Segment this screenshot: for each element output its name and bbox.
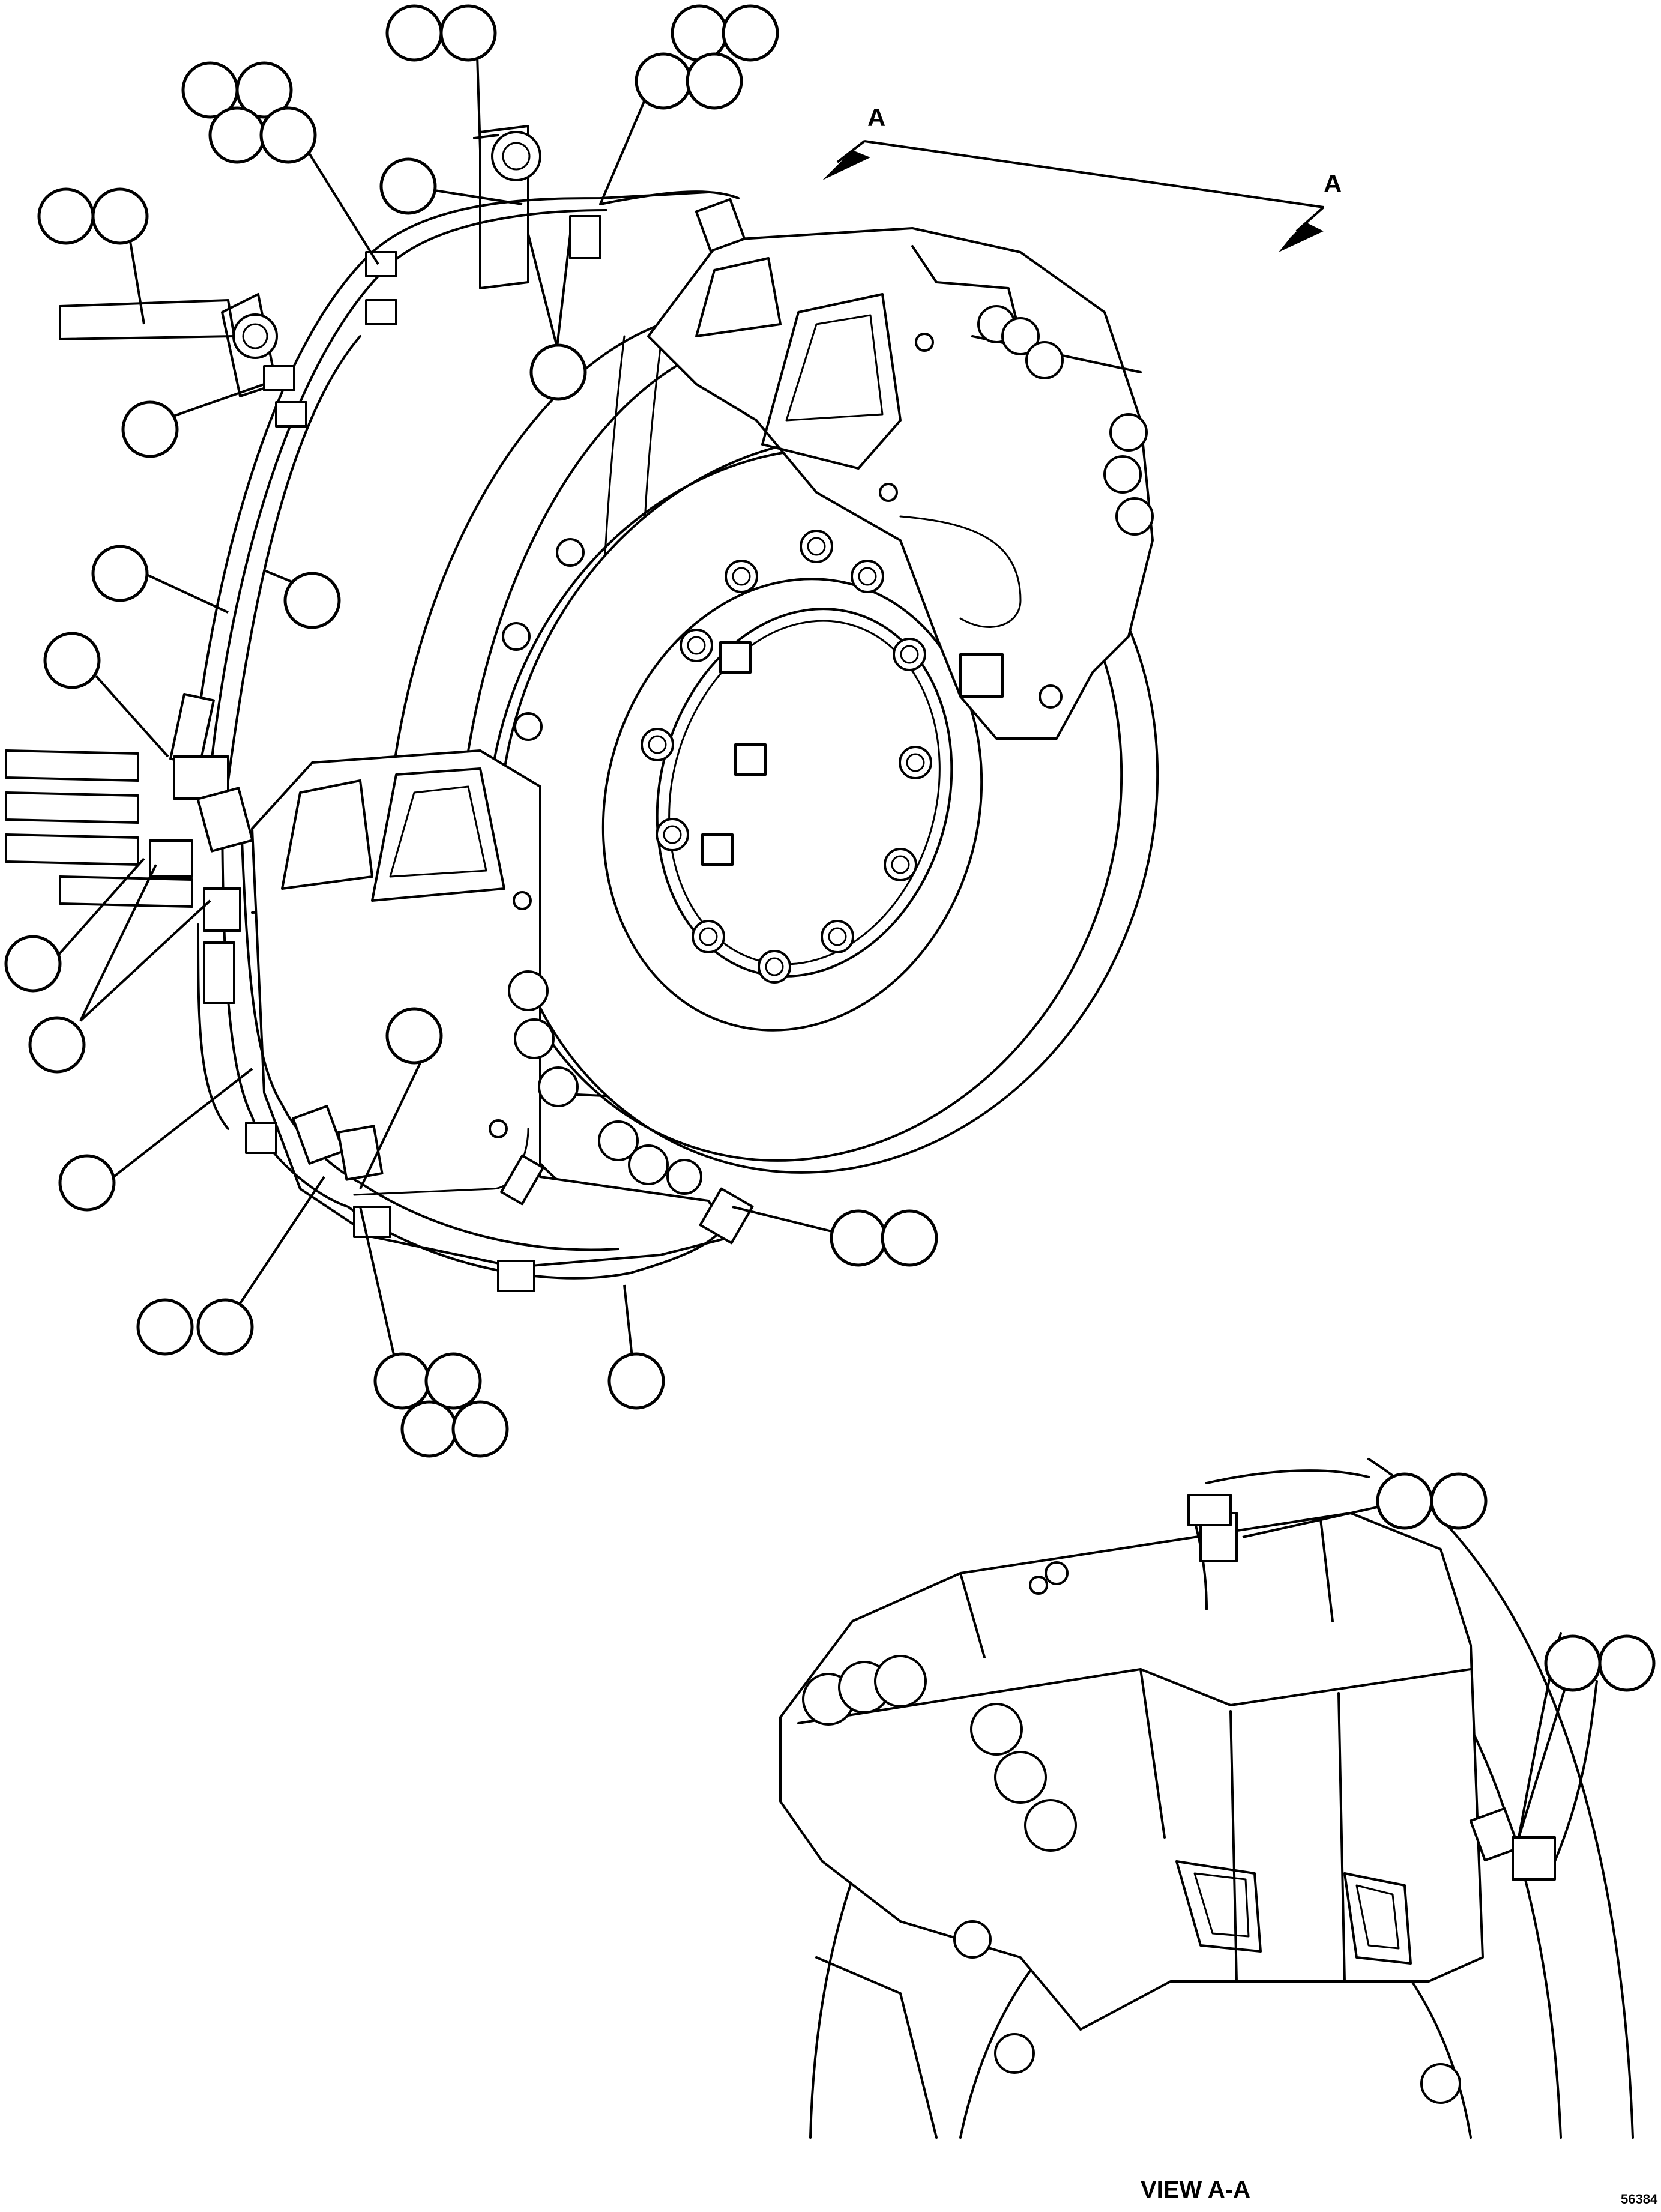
view-caption: VIEW A-A xyxy=(1141,2177,1250,2203)
main-view: A A xyxy=(4,4,1342,1458)
callout-balloon xyxy=(91,187,149,245)
callout-balloon xyxy=(1598,1634,1656,1692)
callout-balloon xyxy=(208,106,266,164)
callout-balloon xyxy=(635,52,692,110)
bolt xyxy=(893,638,926,671)
bolt xyxy=(725,560,758,593)
callout-balloon xyxy=(722,4,779,62)
callout-balloon xyxy=(1376,1472,1433,1530)
bolt xyxy=(884,848,917,881)
callout-balloon xyxy=(1544,1634,1602,1692)
callout-balloon xyxy=(424,1352,482,1410)
bolt xyxy=(800,530,833,563)
bolt xyxy=(641,728,674,761)
mounting-bracket xyxy=(221,125,541,397)
callout-balloon xyxy=(235,61,293,119)
hub-studs xyxy=(701,641,767,866)
disc-bolts xyxy=(484,530,932,984)
section-line-a-a: A A xyxy=(822,103,1342,252)
callout-balloon xyxy=(379,157,437,215)
line-clamps xyxy=(263,251,535,1292)
callout-balloon xyxy=(37,187,95,245)
callout-balloon xyxy=(196,1298,254,1356)
bolt xyxy=(514,712,543,741)
callout-balloon xyxy=(283,572,341,629)
callout-balloon xyxy=(259,106,317,164)
section-arrow-icon xyxy=(1279,222,1324,252)
section-marker-left: A xyxy=(867,103,885,131)
bolt xyxy=(851,560,884,593)
bolt xyxy=(502,622,531,651)
callout-balloon xyxy=(439,4,497,62)
upper-caliper xyxy=(647,227,1154,740)
callout-balloon xyxy=(28,1016,86,1074)
callout-balloon xyxy=(136,1298,194,1356)
sheet-code: 56384 xyxy=(1621,2192,1658,2207)
bolt xyxy=(692,920,725,953)
callout-balloon xyxy=(373,1352,431,1410)
callout-balloon xyxy=(607,1352,665,1410)
callout-balloon xyxy=(671,4,728,62)
callout-balloon xyxy=(451,1400,509,1458)
callout-balloon xyxy=(400,1400,458,1458)
bolt xyxy=(758,950,791,984)
section-marker-right: A xyxy=(1324,169,1342,198)
bolt xyxy=(556,538,585,567)
bolt xyxy=(656,818,689,851)
callout-balloon xyxy=(58,1154,116,1212)
callout-balloon xyxy=(529,343,587,401)
callout-balloon xyxy=(91,545,149,602)
callout-balloon xyxy=(881,1209,938,1267)
bolt xyxy=(899,746,932,779)
callout-balloon xyxy=(1430,1472,1488,1530)
bolt xyxy=(821,920,854,953)
callout-balloon xyxy=(385,4,443,62)
callout-balloons xyxy=(4,4,938,1458)
section-arrow-icon xyxy=(822,150,870,180)
callout-balloon xyxy=(686,52,743,110)
callout-balloon xyxy=(43,632,101,689)
detail-view-a-a: VIEW A-A 56384 xyxy=(779,1458,1658,2207)
callout-balloon xyxy=(385,1007,443,1065)
callout-balloon xyxy=(830,1209,887,1267)
bolt xyxy=(680,629,713,662)
callout-balloon xyxy=(4,935,62,993)
callout-balloon xyxy=(121,400,179,458)
